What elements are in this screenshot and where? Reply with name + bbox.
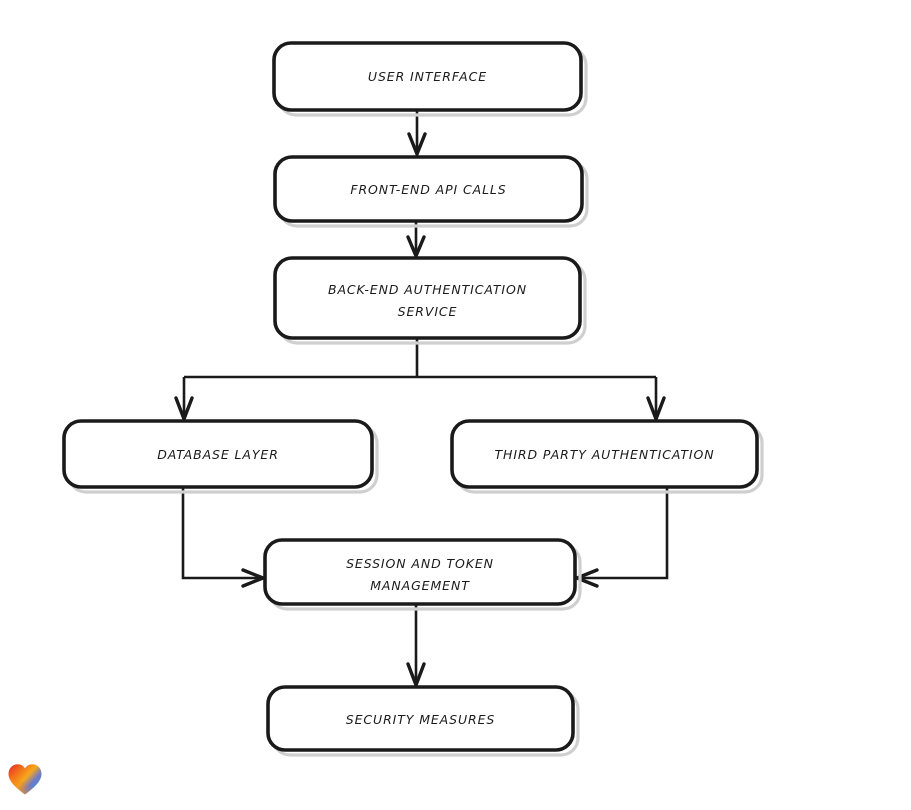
edge-ui-to-api — [407, 110, 427, 156]
edge-session-to-security — [406, 604, 426, 687]
node-session-and-token-management[interactable]: SESSION AND TOKEN MANAGEMENT — [263, 538, 582, 611]
node-label-database-layer: DATABASE LAYER — [157, 447, 279, 462]
node-database-layer[interactable]: DATABASE LAYER — [62, 419, 379, 494]
edges-layer — [174, 110, 669, 687]
node-label-back-end-authentication-service-line1: BACK-END AUTHENTICATION — [328, 282, 527, 297]
edge-thirdparty-to-session — [575, 487, 669, 588]
edge-backend-to-thirdparty — [646, 377, 666, 421]
edge-backend-to-database — [174, 377, 194, 421]
nodes-layer: USER INTERFACE FRONT-END API CALLS BACK-… — [62, 41, 764, 757]
node-security-measures[interactable]: SECURITY MEASURES — [266, 685, 580, 757]
node-label-front-end-api-calls: FRONT-END API CALLS — [350, 182, 506, 197]
node-user-interface[interactable]: USER INTERFACE — [272, 41, 588, 117]
node-back-end-authentication-service[interactable]: BACK-END AUTHENTICATION SERVICE — [273, 256, 587, 345]
node-label-security-measures: SECURITY MEASURES — [346, 712, 495, 727]
node-front-end-api-calls[interactable]: FRONT-END API CALLS — [273, 155, 589, 228]
node-label-session-and-token-management-line1: SESSION AND TOKEN — [346, 556, 494, 571]
node-label-third-party-authentication: THIRD PARTY AUTHENTICATION — [495, 447, 715, 462]
node-label-back-end-authentication-service-line2: SERVICE — [398, 304, 458, 319]
node-label-session-and-token-management-line2: MANAGEMENT — [370, 578, 470, 593]
node-third-party-authentication[interactable]: THIRD PARTY AUTHENTICATION — [450, 419, 764, 494]
node-label-user-interface: USER INTERFACE — [368, 69, 487, 84]
heart-icon — [8, 764, 42, 795]
edge-database-to-session — [181, 487, 265, 588]
